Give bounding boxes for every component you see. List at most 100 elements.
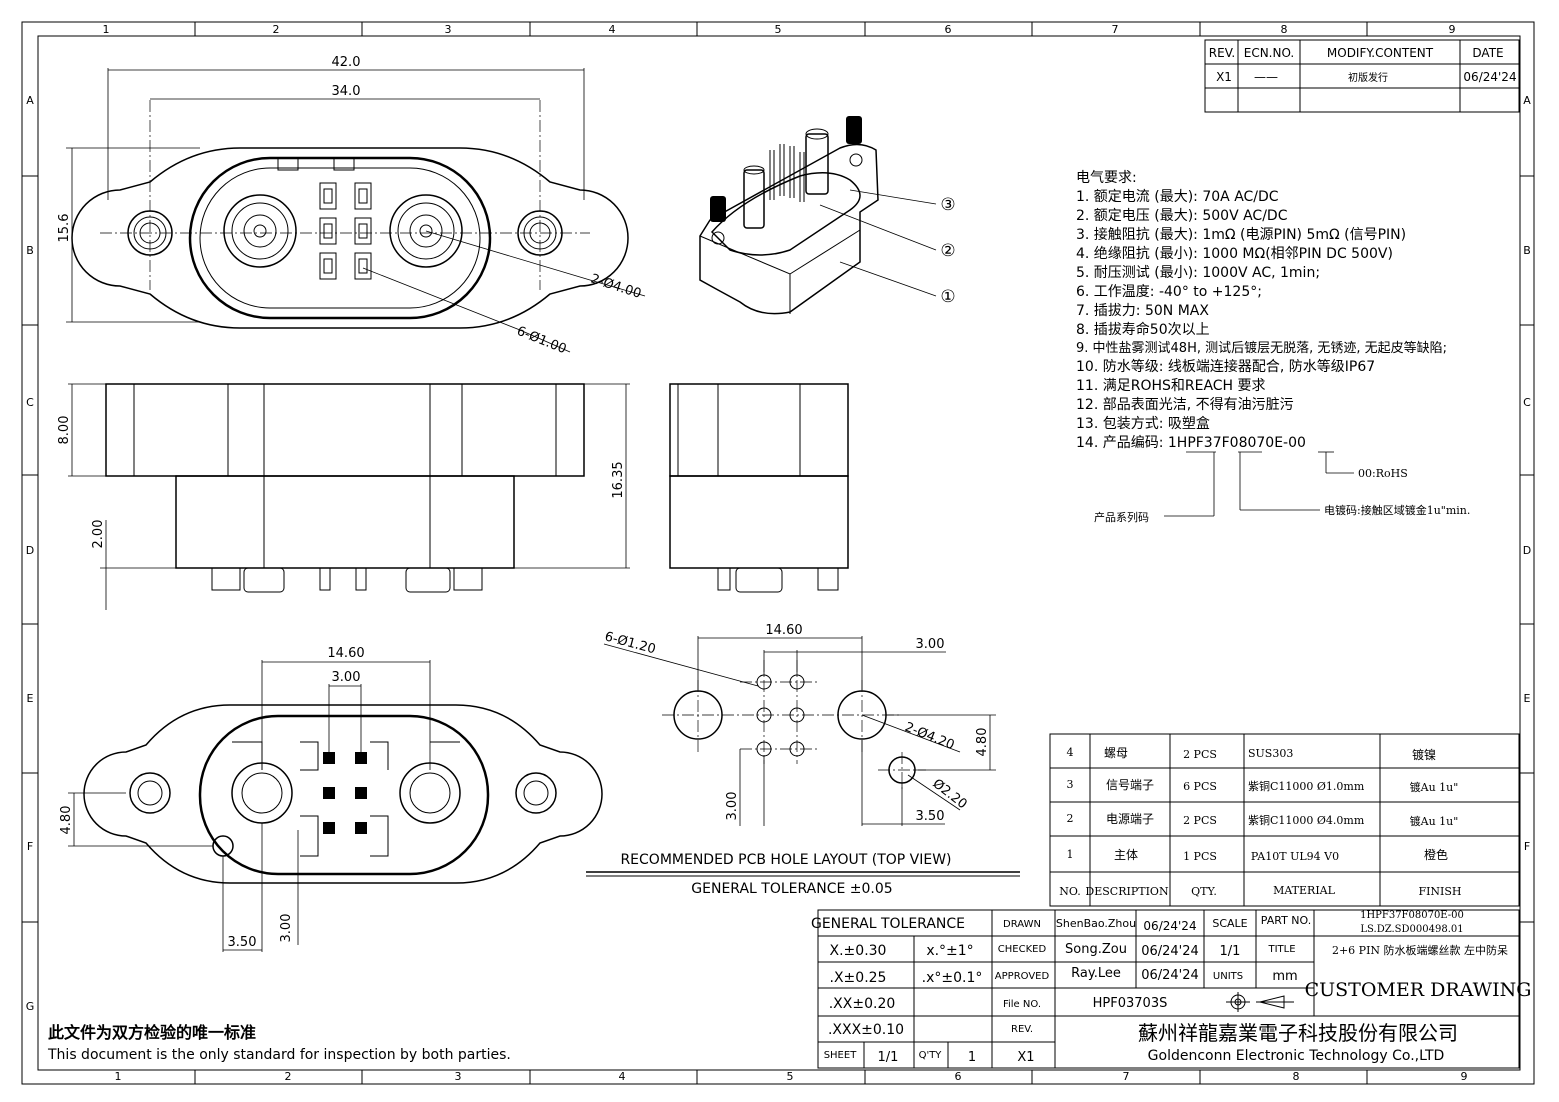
- tb-sheet-label: SHEET: [824, 1050, 858, 1061]
- tb-approved-name: Ray.Lee: [1071, 966, 1121, 981]
- callout-3: ③: [940, 195, 955, 215]
- bom-header: MATERIAL: [1273, 884, 1336, 897]
- zone-col-top: 8: [1281, 23, 1288, 36]
- code-plating: 电镀码:接触区域镀金1u"min.: [1324, 503, 1470, 517]
- side-dim-16-35: 16.35: [611, 461, 626, 498]
- zone-col-top: 3: [445, 23, 452, 36]
- zone-ticks: [22, 22, 1534, 1084]
- inner-frame: [37, 35, 1521, 1071]
- modify-header: MODIFY.CONTENT: [1327, 46, 1434, 60]
- callout-1: ①: [940, 287, 955, 307]
- tb-customer-drawing: CUSTOMER DRAWING: [1305, 979, 1532, 1001]
- req-item: 13. 包装方式: 吸塑盒: [1076, 415, 1210, 432]
- dim-34: 34.0: [332, 84, 361, 99]
- zone-col-top: 6: [945, 23, 952, 36]
- bottom-dim-14-6: 14.60: [327, 646, 364, 661]
- revision-table: REV. ECN.NO. MODIFY.CONTENT DATE X1 —— 初…: [1204, 39, 1520, 113]
- tb-company-en: Goldenconn Electronic Technology Co.,LTD: [1148, 1048, 1445, 1064]
- req-item: 11. 满足ROHS和REACH 要求: [1076, 378, 1266, 394]
- modify-value: 初版发行: [1348, 71, 1388, 84]
- zone-col-top: 7: [1112, 23, 1119, 36]
- zone-col-bottom: 9: [1461, 1070, 1468, 1083]
- zone-row-left: E: [27, 692, 34, 705]
- tb-checked-label: CHECKED: [998, 944, 1047, 955]
- bom-finish: 镀Au 1u": [1410, 780, 1459, 794]
- req-item: 7. 插拔力: 50N MAX: [1076, 303, 1209, 319]
- tb-approved-label: APPROVED: [995, 971, 1050, 982]
- req-item: 1. 额定电流 (最大): 70A AC/DC: [1076, 189, 1279, 205]
- rev-value: X1: [1216, 70, 1232, 84]
- bom-header: QTY.: [1191, 885, 1217, 898]
- bom-no: 3: [1067, 778, 1074, 791]
- tb-units-value: mm: [1272, 969, 1297, 984]
- tb-scale-value: 1/1: [1220, 944, 1241, 959]
- front-view: 42.0 34.0 15.6 2-Ø4.00 6-Ø1.00: [57, 55, 646, 357]
- zone-col-top: 9: [1449, 23, 1456, 36]
- pcb-label-small: Ø2.20: [930, 776, 970, 812]
- req-item: 10. 防水等级: 线板端连接器配合, 防水等级IP67: [1076, 358, 1375, 375]
- bom-material: SUS303: [1248, 747, 1293, 760]
- bom-qty: 6 PCS: [1183, 780, 1217, 793]
- tb-tol: .X±0.25: [830, 970, 887, 986]
- tb-drawn-label: DRAWN: [1003, 919, 1041, 930]
- end-view: [669, 383, 849, 593]
- tb-ang: .x°±0.1°: [922, 970, 983, 986]
- zone-col-bottom: 5: [787, 1070, 794, 1083]
- projection-symbol-icon: [1226, 992, 1294, 1012]
- zone-row-left: A: [26, 94, 34, 107]
- ecn-value: ——: [1254, 70, 1278, 84]
- bom-material: PA10T UL94 V0: [1251, 850, 1339, 863]
- pcb-dim-14-6: 14.60: [765, 623, 802, 638]
- bom-table: 4 螺母 2 PCS SUS303 镀镍 3 信号端子 6 PCS 紫铜C110…: [1049, 733, 1520, 907]
- bom-material: 紫铜C11000 Ø1.0mm: [1248, 779, 1365, 793]
- zone-col-top: 5: [775, 23, 782, 36]
- side-view: 8.00 16.35 2.00: [57, 383, 630, 610]
- req-item: 12. 部品表面光洁, 不得有油污脏污: [1076, 396, 1294, 413]
- zone-col-top: 4: [609, 23, 616, 36]
- title-block: GENERAL TOLERANCE X.±0.30 .X±0.25 .XX±0.…: [811, 909, 1532, 1069]
- bom-desc: 螺母: [1104, 746, 1128, 760]
- bom-material: 紫铜C11000 Ø4.0mm: [1248, 813, 1365, 827]
- bom-finish: 镀镍: [1412, 748, 1436, 762]
- zone-col-bottom: 8: [1293, 1070, 1300, 1083]
- bottom-dim-3: 3.00: [332, 670, 361, 685]
- zone-labels: 1 2 3 4 5 6 7 8 9 1 2 3 4 5 6 7 8 9 A B …: [26, 23, 1532, 1083]
- req-item: 14. 产品编码: 1HPF37F08070E-00: [1076, 435, 1306, 451]
- tb-title-label: TITLE: [1267, 944, 1295, 955]
- outer-frame: [21, 21, 1535, 1085]
- zone-row-right: A: [1523, 94, 1531, 107]
- footer-note-en: This document is the only standard for i…: [47, 1047, 511, 1063]
- date-header: DATE: [1472, 46, 1503, 60]
- zone-col-bottom: 3: [455, 1070, 462, 1083]
- zone-row-right: D: [1523, 544, 1531, 557]
- tb-approved-date: 06/24'24: [1141, 968, 1199, 983]
- pcb-layout: 14.60 3.00 6-Ø1.20 2-Ø4.20 4.80 Ø2.20 3.…: [586, 623, 1020, 897]
- rev-header: REV.: [1209, 46, 1235, 60]
- zone-row-left: D: [26, 544, 34, 557]
- req-item: 8. 插拔寿命50次以上: [1076, 321, 1210, 338]
- tb-rev-value: X1: [1017, 1050, 1034, 1065]
- tb-title-value: 2+6 PIN 防水板端螺丝款 左中防呆: [1332, 943, 1508, 957]
- zone-col-top: 2: [273, 23, 280, 36]
- tb-checked-date: 06/24'24: [1141, 944, 1199, 959]
- pcb-dim-3-00-v: 3.00: [725, 792, 740, 821]
- zone-row-right: B: [1523, 244, 1531, 257]
- dim-15-6: 15.6: [57, 214, 72, 243]
- tb-units-label: UNITS: [1213, 971, 1243, 982]
- date-value: 06/24'24: [1463, 70, 1516, 84]
- tb-ang: x.°±1°: [926, 943, 973, 959]
- bom-finish: 橙色: [1424, 847, 1448, 862]
- bottom-dim-3-00-v: 3.00: [279, 914, 294, 943]
- tb-company-cn: 蘇州祥龍嘉業電子科技股份有限公司: [1138, 1021, 1458, 1045]
- bom-desc: 主体: [1114, 848, 1138, 862]
- tb-fileno-label: File NO.: [1003, 999, 1041, 1010]
- tb-tol: .XXX±0.10: [828, 1022, 904, 1038]
- tb-tol: .XX±0.20: [829, 996, 896, 1012]
- zone-col-bottom: 7: [1123, 1070, 1130, 1083]
- bom-no: 1: [1067, 848, 1074, 861]
- tb-drawn-date: 06/24'24: [1143, 919, 1196, 933]
- req-item: 5. 耐压测试 (最小): 1000V AC, 1min;: [1076, 265, 1320, 281]
- pcb-dim-3-5: 3.50: [916, 809, 945, 824]
- pcb-label-big: 2-Ø4.20: [903, 720, 957, 753]
